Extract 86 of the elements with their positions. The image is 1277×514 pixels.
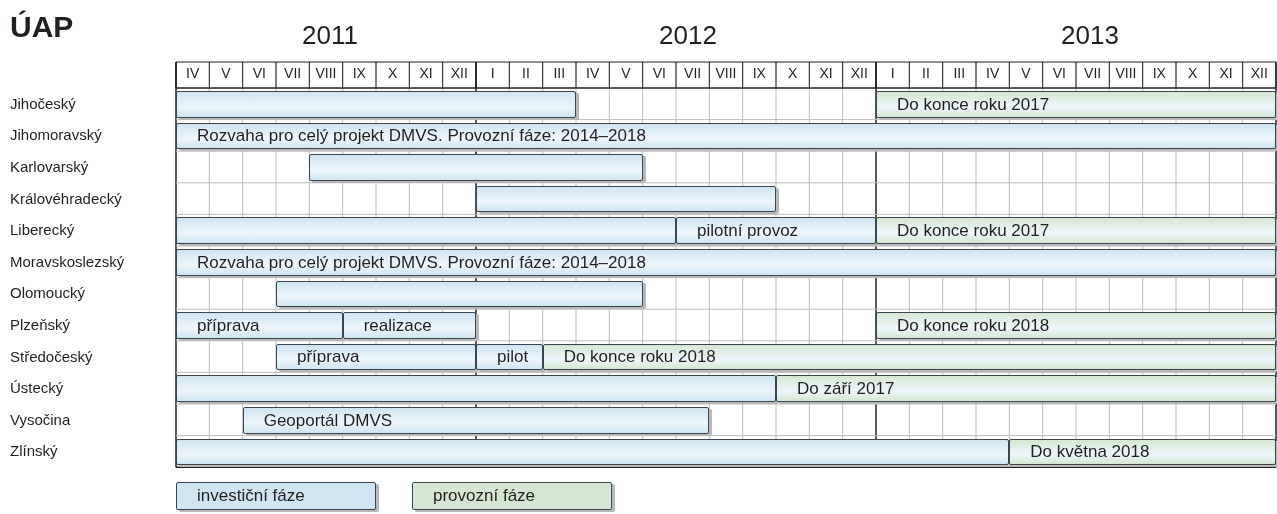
row-label: Středočeský (10, 348, 93, 364)
month-label: VII (683, 66, 703, 80)
phase-bar (176, 122, 1276, 150)
bar-text: Rozvaha pro celý projekt DMVS. Provozní fáze: 2014–2018 (197, 125, 646, 148)
phase-bar (476, 343, 543, 371)
month-label: IV (185, 66, 201, 80)
phase-bar (876, 312, 1276, 339)
month-label: X (387, 66, 399, 80)
row-label: Zlínský (10, 443, 58, 459)
month-label: XII (849, 66, 869, 80)
month-label: VIII (314, 66, 338, 80)
bar-text: Rozvaha pro celý projekt DMVS. Provozní fáze: 2014–2018 (197, 251, 646, 274)
legend-text: provozní fáze (433, 485, 536, 508)
month-label: VI (1051, 66, 1067, 80)
month-label: IV (585, 66, 601, 80)
month-label: V (220, 66, 232, 80)
phase-bar (176, 312, 343, 339)
bar-text: příprava (297, 346, 360, 369)
phase-bar (242, 407, 710, 434)
phase-bar (176, 438, 1010, 466)
row-label: Olomoucký (10, 285, 86, 301)
phase-bar (176, 249, 1276, 276)
month-label: IX (751, 66, 767, 80)
year-label: 2013 (1061, 22, 1119, 48)
month-label: II (921, 66, 931, 80)
row-label: Jihomoravský (10, 127, 102, 143)
month-label: III (952, 66, 967, 80)
month-label: V (1020, 66, 1032, 80)
phase-bar (776, 375, 1276, 402)
month-label: XII (449, 66, 469, 80)
bar-text: pilot (497, 346, 529, 369)
month-label: VII (1083, 66, 1103, 80)
row-label: Ústecký (10, 380, 64, 396)
bar-text: Do září 2017 (797, 377, 895, 400)
chart-title: ÚAP (10, 12, 74, 42)
phase-bar (342, 312, 476, 339)
phase-bar (476, 185, 776, 213)
month-label: XI (1218, 66, 1234, 80)
month-label: IV (985, 66, 1001, 80)
phase-bar (176, 375, 776, 402)
bar-text: pilotní provoz (697, 219, 799, 242)
month-label: I (889, 66, 896, 80)
row-label: Liberecký (10, 222, 75, 238)
month-label: X (1187, 66, 1199, 80)
row-label: Moravskoslezský (10, 253, 125, 269)
month-label: VIII (714, 66, 738, 80)
month-label: XI (418, 66, 434, 80)
month-label: X (787, 66, 799, 80)
month-label: I (489, 66, 496, 80)
month-label: VII (283, 66, 303, 80)
month-label: IX (351, 66, 367, 80)
row-label: Plzeňský (10, 317, 71, 332)
year-label: 2011 (302, 22, 358, 48)
month-label: XI (818, 66, 834, 80)
phase-bar (276, 280, 643, 308)
phase-bar (176, 91, 576, 118)
month-label: VI (251, 66, 267, 80)
row-label: Královéhradecký (10, 190, 122, 206)
month-label: VI (651, 66, 667, 80)
phase-bar (876, 91, 1276, 118)
bar-text: Do konce roku 2017 (897, 93, 1050, 116)
phase-bar (676, 217, 876, 244)
legend-text: investiční fáze (197, 485, 305, 508)
phase-bar (1009, 438, 1276, 466)
bar-text: Do konce roku 2017 (897, 219, 1050, 242)
bar-text: Do konce roku 2018 (897, 314, 1050, 337)
phase-bar (309, 154, 643, 181)
row-label: Vysočina (10, 411, 71, 427)
row-label: Karlovarský (10, 159, 89, 174)
bar-text: Do května 2018 (1030, 441, 1150, 464)
phase-bar (542, 343, 1276, 371)
bar-text: Geoportál DMVS (263, 409, 393, 432)
bar-text: realizace (363, 314, 432, 337)
year-label: 2012 (659, 22, 717, 48)
phase-bar (176, 217, 676, 244)
row-label: Jihočeský (10, 95, 76, 111)
month-label: XII (1249, 66, 1269, 80)
month-label: VIII (1114, 66, 1138, 80)
month-label: V (620, 66, 632, 80)
phase-bar (276, 343, 476, 371)
month-label: III (552, 66, 567, 80)
bar-text: Do konce roku 2018 (563, 346, 716, 369)
phase-bar (876, 217, 1276, 244)
month-label: II (521, 66, 531, 80)
bar-text: příprava (197, 314, 260, 337)
month-label: IX (1151, 66, 1167, 80)
